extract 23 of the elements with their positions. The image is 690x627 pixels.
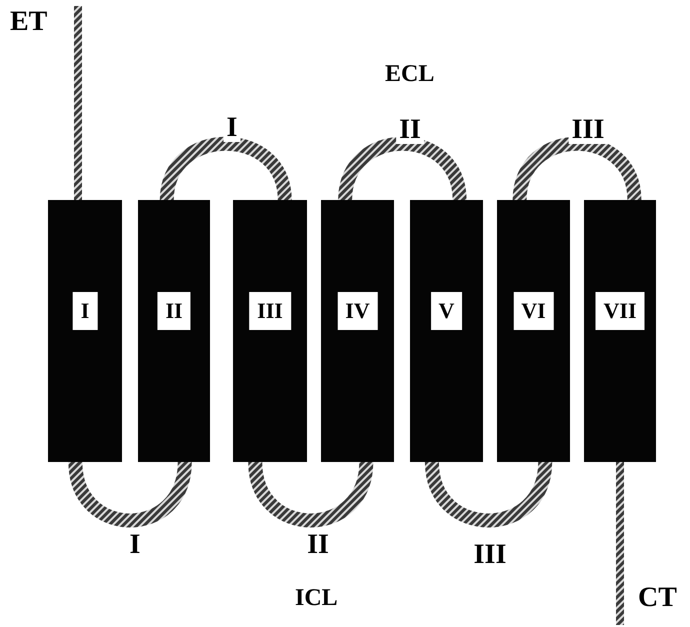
region-label: ECL [385,62,434,86]
terminal-tail [616,462,624,625]
helix-bar [584,200,656,462]
loop-connector [248,461,374,528]
helix-number: II [157,292,191,330]
helix-number: VI [513,292,554,330]
terminal-tail [74,6,82,200]
helix-bar [138,200,210,462]
helix-bar [48,200,122,462]
helix-number: V [430,292,462,330]
helix-bar [497,200,570,462]
loop-connector [68,461,192,528]
helix-number: III [249,292,291,330]
helix-bar [321,200,394,462]
loop-connector [424,461,552,528]
helix-number: I [72,292,98,330]
terminus-label: ET [10,8,48,36]
helix-bar [410,200,483,462]
helix-number: VII [596,292,644,330]
helix-bar [233,200,307,462]
helix-number: IV [337,292,378,330]
region-label: ICL [295,586,338,610]
terminus-label: CT [638,584,677,612]
